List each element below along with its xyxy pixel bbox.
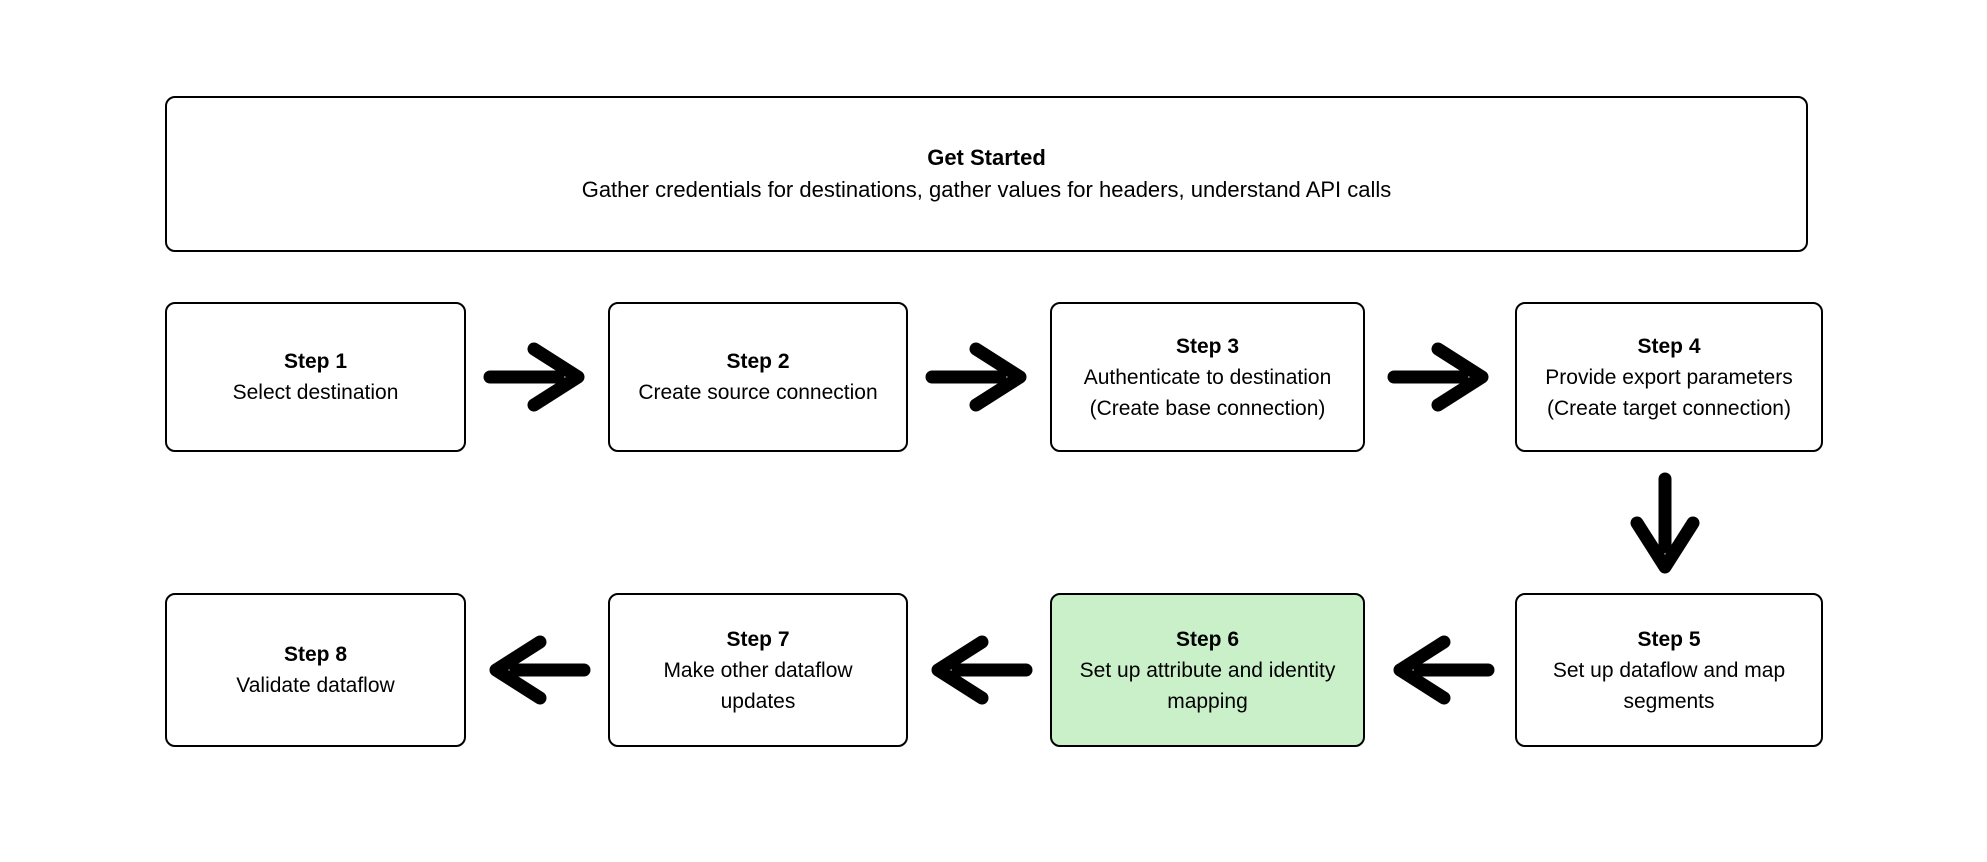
get-started-box: Get Started Gather credentials for desti… (165, 96, 1808, 252)
get-started-subtitle: Gather credentials for destinations, gat… (581, 177, 1392, 202)
step-title: Step 5 (1637, 627, 1701, 651)
step-title: Step 6 (1175, 627, 1240, 651)
step-description: Authenticate to destination (Create base… (1083, 365, 1332, 420)
step-description: Set up dataflow and map segments (1552, 658, 1786, 713)
arrow-step-4-to-step-5-icon (1630, 472, 1700, 574)
step-8-box: Step 8 Validate dataflow (165, 593, 466, 747)
step-title: Step 2 (726, 350, 790, 373)
step-6-box: Step 6 Set up attribute and identity map… (1050, 593, 1365, 747)
get-started-title: Get Started (927, 145, 1046, 170)
step-1-box: Step 1 Select destination (165, 302, 466, 452)
arrow-step-7-to-step-8-icon (489, 635, 591, 705)
step-title: Step 3 (1175, 334, 1240, 358)
step-title: Step 8 (283, 643, 348, 666)
step-2-box: Step 2 Create source connection (608, 302, 908, 452)
step-title: Step 7 (726, 627, 790, 651)
step-title: Step 1 (283, 350, 348, 373)
arrow-step-2-to-step-3-icon (925, 342, 1027, 412)
step-4-box: Step 4 Provide export parameters (Create… (1515, 302, 1823, 452)
step-3-box: Step 3 Authenticate to destination (Crea… (1050, 302, 1365, 452)
step-5-box: Step 5 Set up dataflow and map segments (1515, 593, 1823, 747)
step-description: Make other dataflow updates (663, 658, 853, 713)
arrow-step-5-to-step-6-icon (1393, 635, 1495, 705)
step-description: Create source connection (638, 381, 878, 404)
step-description: Set up attribute and identity mapping (1079, 658, 1336, 713)
arrow-step-3-to-step-4-icon (1387, 342, 1489, 412)
step-description: Provide export parameters (Create target… (1545, 365, 1793, 420)
arrow-step-1-to-step-2-icon (483, 342, 585, 412)
step-title: Step 4 (1637, 334, 1701, 358)
step-7-box: Step 7 Make other dataflow updates (608, 593, 908, 747)
step-description: Select destination (232, 381, 399, 404)
arrow-step-6-to-step-7-icon (931, 635, 1033, 705)
step-description: Validate dataflow (236, 674, 395, 697)
